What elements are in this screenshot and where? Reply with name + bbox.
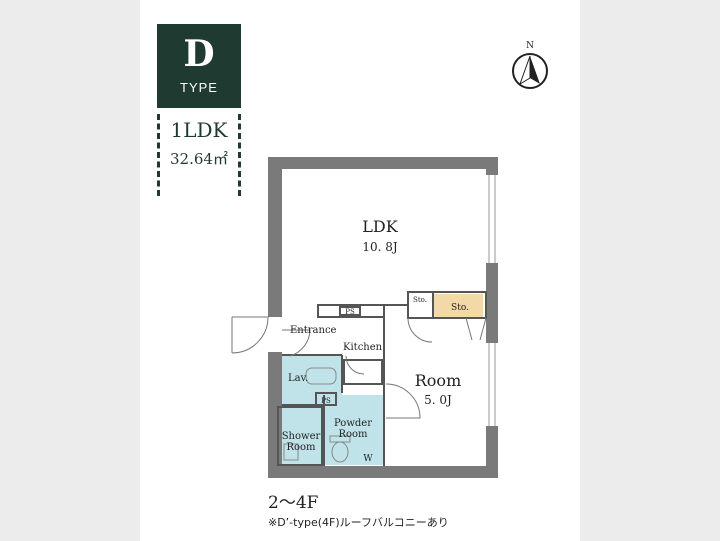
north-arrow-icon bbox=[512, 53, 548, 89]
ps-top-label: PS bbox=[345, 308, 355, 316]
shower-room-label-1: Shower bbox=[282, 431, 321, 442]
lav-label: Lav. bbox=[288, 373, 308, 384]
entrance-label: Entrance bbox=[290, 325, 337, 336]
shower-room-label-2: Room bbox=[286, 442, 316, 453]
powder-room-label-1: Powder bbox=[334, 418, 372, 429]
powder-room-label-2: Room bbox=[338, 429, 368, 440]
type-word: TYPE bbox=[180, 80, 218, 95]
compass-label: N bbox=[526, 41, 534, 51]
type-letter: D bbox=[183, 33, 215, 75]
washer-label: W bbox=[363, 454, 373, 464]
roof-balcony-note: ※D’-type(4F)ルーフバルコニーあり bbox=[268, 516, 449, 529]
layout-type: 1LDK bbox=[170, 118, 228, 142]
fixtures bbox=[283, 367, 351, 463]
kitchen-label: Kitchen bbox=[343, 342, 383, 353]
shower-room-area bbox=[280, 407, 322, 465]
floor-area: 32.64㎡ bbox=[170, 150, 228, 168]
ldk-size: 10. 8J bbox=[362, 240, 398, 254]
dashed-bracket bbox=[157, 114, 241, 196]
doors bbox=[231, 316, 487, 419]
room-name: Room bbox=[415, 371, 461, 390]
outer-walls bbox=[268, 157, 498, 478]
small-storage-label: Sto. bbox=[413, 296, 427, 304]
ldk-name: LDK bbox=[362, 217, 398, 236]
floor-range: 2～4F bbox=[268, 493, 319, 513]
powder-room-area bbox=[324, 395, 384, 465]
type-badge: D TYPE bbox=[157, 24, 241, 108]
storage-area bbox=[433, 294, 483, 318]
storage-label: Sto. bbox=[451, 303, 469, 313]
windows bbox=[488, 175, 496, 426]
ps-bottom-label: PS bbox=[321, 397, 331, 405]
room-size: 5. 0J bbox=[424, 393, 452, 407]
